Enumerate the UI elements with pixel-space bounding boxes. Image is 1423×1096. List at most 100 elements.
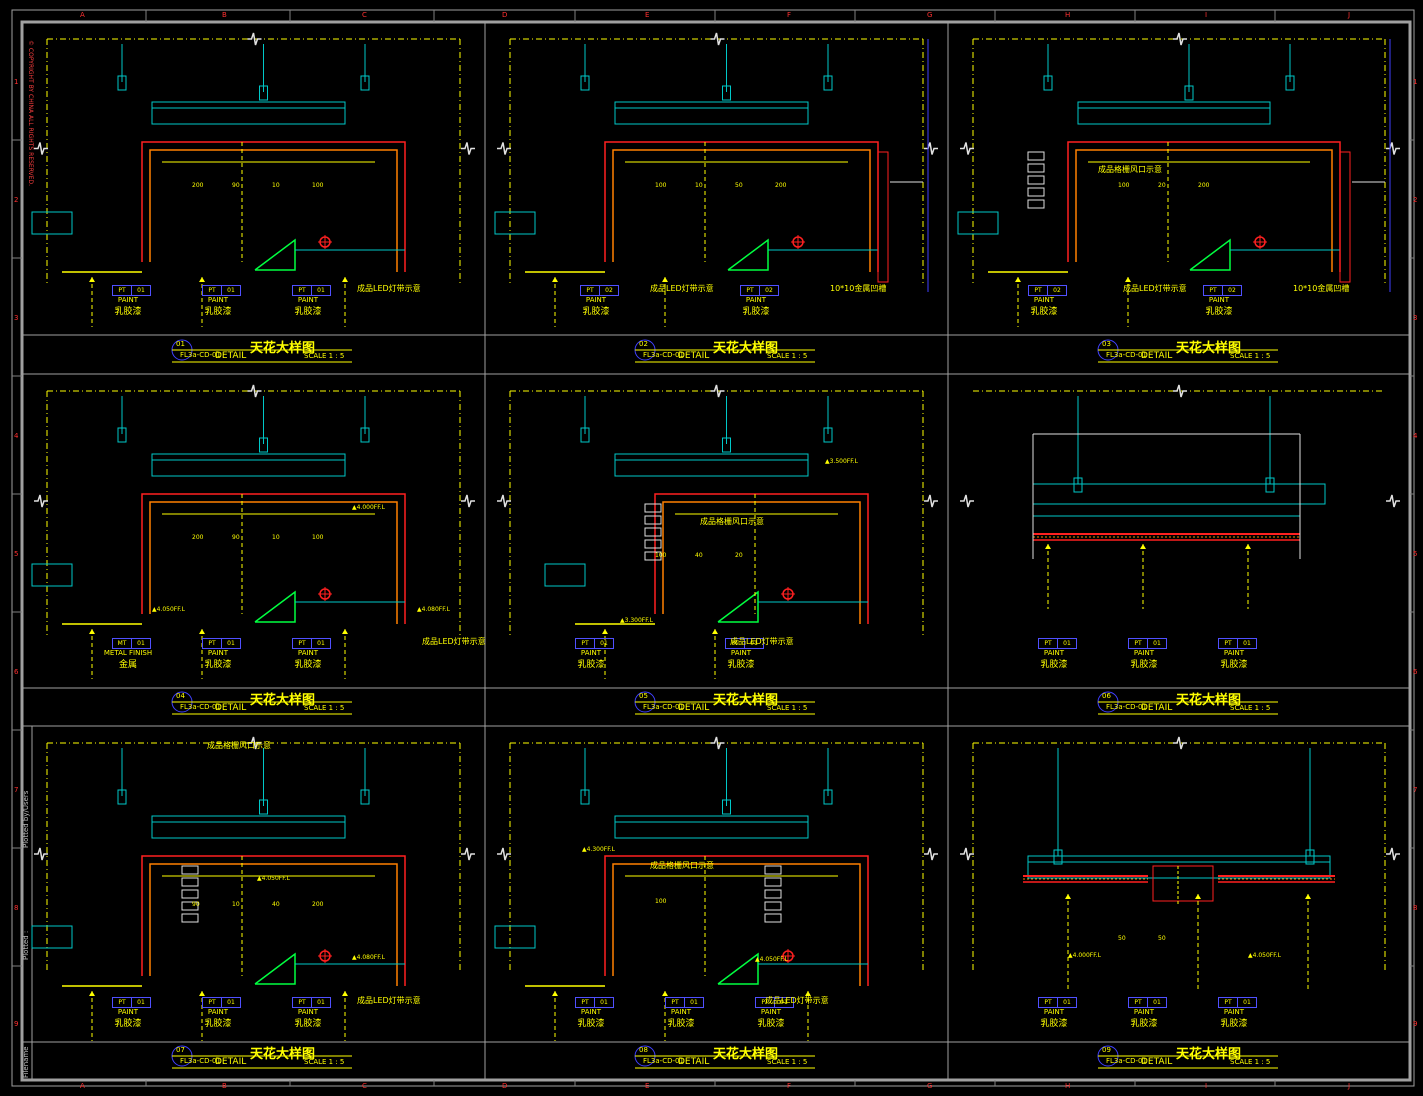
dimension-value: 10 [272,534,280,541]
light-trough [727,238,769,271]
main-keel [614,453,809,477]
dimension-value: 50 [1158,935,1166,942]
hanger-clip [1285,75,1295,91]
tag-number: 02 [599,286,618,295]
detail-title: 天花大样图 [1176,341,1242,356]
arrow-head [1125,277,1131,282]
led-strip-note: 成品LED灯带示意 [357,284,421,293]
grid-letter: C [362,1082,367,1090]
led-strip-note: 成品LED灯带示意 [1123,284,1187,293]
elevation-mark: ▲4.050FF.L [257,875,290,882]
grid-number: 1 [14,78,19,86]
tag-material-en: PAINT [1043,1008,1065,1016]
break-mark [461,142,475,155]
tag-number: 01 [131,639,150,648]
grille-slat [181,877,199,887]
grille-slat [764,901,782,911]
tag-material-en: PAINT [585,296,607,304]
dimension-value: 100 [655,182,667,189]
tag-material-en: PAINT [297,1008,319,1016]
grid-letter: F [787,11,792,19]
tag-material-en: PAINT [207,296,229,304]
detail-number: 02 [639,340,648,348]
arrow-head [552,277,558,282]
detail-title: 天花大样图 [250,1047,316,1062]
detail-number: 03 [1102,340,1111,348]
tag-material-en: PAINT [745,296,767,304]
grille-slat [1027,187,1045,197]
arrow-head [1195,894,1201,899]
grid-letter: E [645,11,650,19]
detail-code: FL3a-CD-01 [643,703,684,711]
grid-number: 7 [14,786,19,794]
tag-material-cn: 乳胶漆 [1040,660,1068,670]
detail-scale: SCALE 1 : 5 [304,704,345,712]
elevation-mark: ▲4.080FF.L [417,606,450,613]
grid-letter: H [1065,11,1071,19]
tag-material-cn: 乳胶漆 [204,1019,232,1029]
break-mark [34,847,48,861]
grid-letter: C [362,11,367,19]
detail-code: FL3a-CD-01 [643,351,684,359]
metal-groove-note: 10*10金属凹槽 [830,284,887,293]
hanger-clip [117,75,127,91]
material-tag: PT 01 [1218,638,1257,649]
detail-word: DETAIL [215,1057,247,1067]
detail-code: FL3a-CD-01 [1106,703,1147,711]
tag-material-cn: 乳胶漆 [114,307,142,317]
tag-material-en: PAINT [730,649,752,657]
ceiling-profile [141,141,406,272]
tag-material-en: PAINT [1133,649,1155,657]
tag-material-cn: 乳胶漆 [1220,660,1248,670]
tag-code: PT [1224,640,1232,647]
tag-material-en: PAINT [117,1008,139,1016]
tag-number: 01 [774,998,793,1007]
led-strip-note: 成品LED灯带示意 [730,637,794,646]
tag-number: 01 [1237,639,1256,648]
tag-code: PT [298,287,306,294]
tag-material-cn: 乳胶漆 [1040,1019,1068,1029]
tag-number: 01 [1057,998,1076,1007]
detail-code: FL3a-CD-01 [180,351,221,359]
grid-number: 1 [1413,78,1418,86]
tag-material-en: PAINT [670,1008,692,1016]
hanger-clip [1043,75,1053,91]
panel-grid [22,22,1410,1080]
dimension-value: 10 [232,901,240,908]
break-mark [710,736,725,750]
main-keel [151,453,346,477]
grille-slat [644,539,662,549]
grid-ticks [12,10,1414,1086]
tag-number: 01 [1237,998,1256,1007]
grille-slat [1027,199,1045,209]
detail-scale: SCALE 1 : 5 [1230,704,1271,712]
grid-number: 2 [1413,196,1418,204]
tag-material-cn: 乳胶漆 [582,307,610,317]
hanger-clip [580,789,590,805]
break-mark [497,142,511,155]
break-mark [710,32,725,46]
grille-slat [644,515,662,525]
grille-vent-note: 成品格栅风口示意 [1098,165,1162,174]
tag-material-en: PAINT [297,649,319,657]
grille-vent-note: 成品格栅风口示意 [700,517,764,526]
grid-number: 9 [14,1020,19,1028]
arrow-head [805,991,811,996]
break-mark [247,736,262,750]
led-strip-note: 成品LED灯带示意 [650,284,714,293]
tag-material-cn: 乳胶漆 [1220,1019,1248,1029]
break-mark [247,384,262,398]
detail-number: 04 [176,692,185,700]
detail-word: DETAIL [678,1057,710,1067]
tag-number: 01 [131,998,150,1007]
tag-material-cn: 乳胶漆 [294,307,322,317]
light-trough [254,590,296,623]
grid-number: 8 [1413,904,1418,912]
elevation-mark: ▲3.500FF.L [825,458,858,465]
dimension-value: 100 [655,898,667,905]
